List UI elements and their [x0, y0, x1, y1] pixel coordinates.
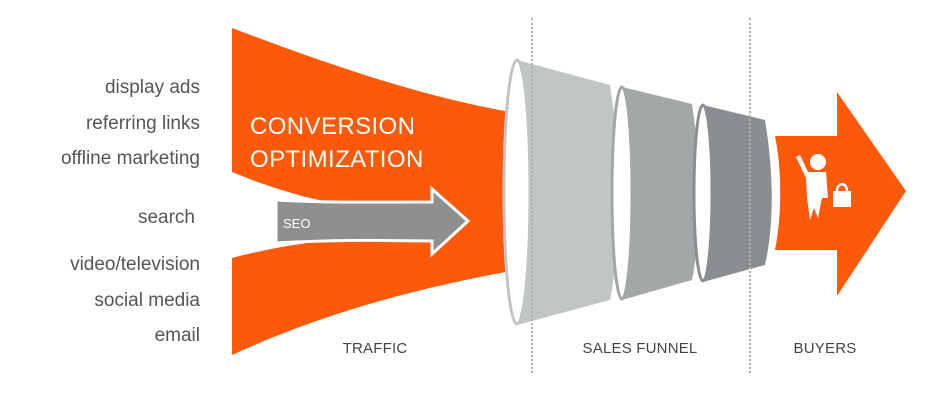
stage-label-buyers: BUYERS — [793, 340, 857, 357]
seo-label: SEO — [283, 216, 311, 231]
source-email: email — [154, 325, 200, 346]
stage-label-sales-funnel: SALES FUNNEL — [582, 340, 698, 357]
buyer-with-shopping-bag-icon — [796, 154, 851, 220]
traffic-funnel-shape — [232, 28, 528, 355]
conversion-title-line2: OPTIMIZATION — [250, 146, 424, 173]
divider-traffic-sales — [531, 18, 533, 373]
conversion-title-line1: CONVERSION — [250, 113, 416, 140]
sales-funnel-stage-3 — [692, 103, 772, 283]
divider-sales-buyers — [749, 18, 751, 373]
seo-arrow — [274, 185, 471, 258]
source-referring-links: referring links — [85, 113, 200, 134]
source-video-television: video/television — [70, 254, 200, 275]
stage-label-traffic: TRAFFIC — [342, 340, 408, 357]
source-display-ads: display ads — [104, 77, 200, 98]
source-offline-marketing: offline marketing — [60, 148, 200, 169]
source-social-media: social media — [94, 290, 200, 311]
sales-funnel-stage-2 — [610, 85, 700, 301]
source-search: search — [137, 207, 195, 228]
sales-funnel-stage-1 — [502, 58, 619, 326]
